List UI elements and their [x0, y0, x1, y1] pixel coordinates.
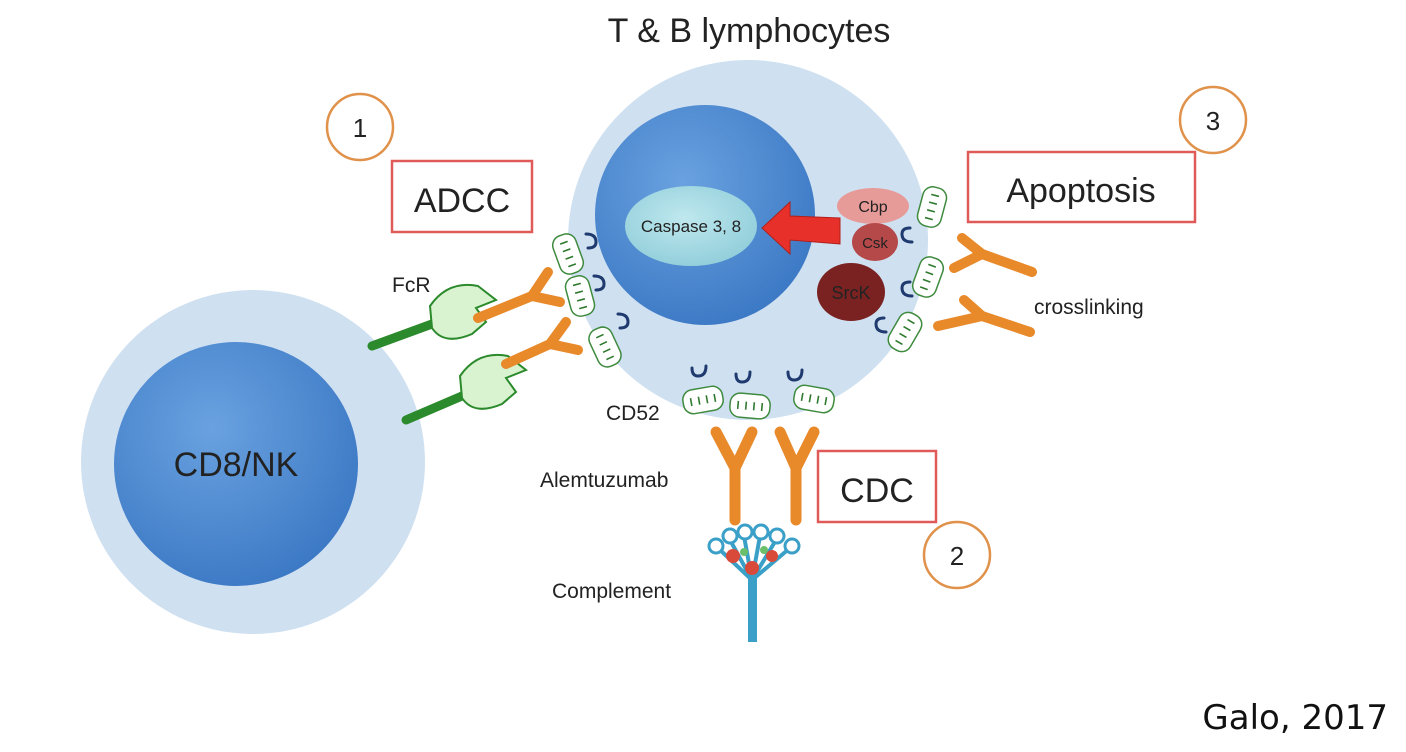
cbp-label: Cbp: [858, 199, 887, 216]
apoptosis-label: Apoptosis: [1006, 172, 1155, 210]
diagram-title: T & B lymphocytes: [608, 12, 891, 50]
csk-molecule: [852, 223, 898, 261]
fcr-label: FcR: [392, 274, 431, 297]
adcc-box: [390, 159, 534, 234]
crosslinking-label: crosslinking: [1034, 296, 1144, 319]
number-2: 2: [950, 541, 964, 571]
cdc-label: CDC: [840, 472, 914, 510]
adcc-label: ADCC: [414, 182, 510, 220]
cd52-label: CD52: [606, 402, 660, 425]
number-3: 3: [1206, 106, 1220, 136]
caspase-label: Caspase 3, 8: [641, 217, 741, 236]
effector-cell-label: CD8/NK: [174, 446, 299, 484]
cbp-molecule: [837, 188, 909, 224]
number-circle-3: [1178, 85, 1248, 155]
cdc-box: [816, 449, 938, 524]
activation-arrow: [761, 200, 841, 256]
fc-receptor-bottom: [401, 354, 528, 425]
number-circle-2: [922, 520, 992, 590]
antibody-adcc-2: [501, 317, 583, 369]
antibody-cdc-1: [710, 426, 758, 526]
caspase-ellipse: [625, 186, 757, 266]
number-1: 1: [353, 113, 367, 143]
effector-cell-nucleus: [114, 342, 358, 586]
csk-label: Csk: [862, 235, 888, 252]
srck-molecule: [817, 263, 885, 321]
antibody-crosslink-1: [949, 233, 1037, 277]
complement-complex: [707, 523, 801, 642]
apoptosis-box: [966, 150, 1197, 224]
srck-label: SrcK: [831, 283, 870, 303]
number-circle-1: [325, 92, 395, 162]
antibody-crosslink-2: [933, 295, 1035, 337]
antibody-cdc-2: [774, 426, 820, 526]
antibody-adcc-1: [473, 267, 565, 323]
alemtuzumab-label: Alemtuzumab: [540, 469, 668, 492]
citation-credit: Galo, 2017: [1202, 698, 1388, 738]
complement-label: Complement: [552, 580, 671, 603]
